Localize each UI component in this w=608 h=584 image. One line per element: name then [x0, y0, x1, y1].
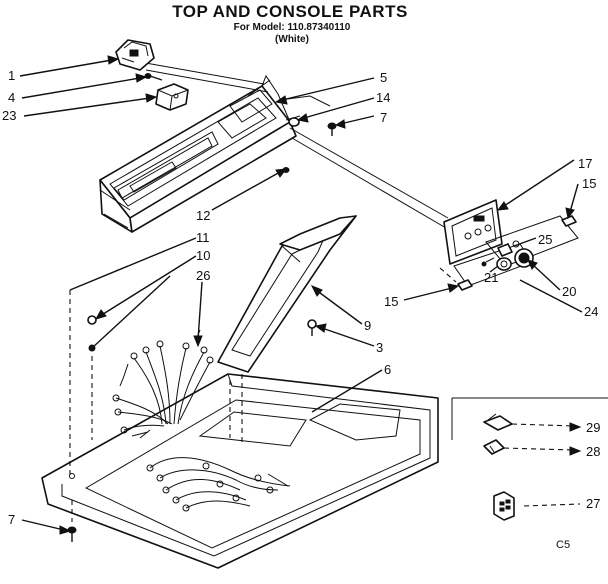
part-3-drawing: [307, 319, 317, 336]
leader-lines: [19, 55, 583, 535]
callout-7-lower: 7: [8, 512, 15, 527]
part-7-lower-drawing: [67, 526, 77, 542]
callout-4: 4: [8, 90, 15, 105]
part-17-drawing: [443, 199, 503, 265]
part-10-drawing: [87, 275, 171, 352]
part-15-lower-drawing: [457, 279, 473, 291]
callout-14: 14: [376, 90, 390, 105]
part-29-drawing: [483, 413, 513, 431]
part-28-drawing: [483, 439, 505, 455]
part-20-drawing: [514, 248, 534, 268]
part-27-drawing: [493, 491, 515, 521]
callout-15-right: 15: [582, 176, 596, 191]
callout-23: 23: [2, 108, 16, 123]
callout-28: 28: [586, 444, 600, 459]
part-14-drawing: [285, 115, 301, 127]
inset-box: [451, 397, 608, 521]
callout-1: 1: [8, 68, 15, 83]
callout-7-top: 7: [380, 110, 387, 125]
callout-17: 17: [578, 156, 592, 171]
callout-6: 6: [384, 362, 391, 377]
callout-11: 11: [196, 230, 210, 245]
part-4-drawing: [144, 73, 163, 81]
callout-20: 20: [562, 284, 576, 299]
callout-labels: 1 4 23 5 14 7 17 15 25 12 11 10 26 21 20…: [2, 68, 600, 551]
callout-24: 24: [584, 304, 598, 319]
callout-25: 25: [538, 232, 552, 247]
part-9-drawing: [217, 215, 357, 373]
callout-9: 9: [364, 318, 371, 333]
corner-code: C5: [556, 539, 570, 551]
callout-3: 3: [376, 340, 383, 355]
color-note: (White): [275, 34, 309, 45]
part-25-drawing: [497, 240, 520, 257]
diagram-title: TOP AND CONSOLE PARTS: [172, 2, 408, 21]
part-1-drawing: [115, 39, 155, 71]
callout-15-lower: 15: [384, 294, 398, 309]
callout-21: 21: [484, 270, 498, 285]
callout-29: 29: [586, 420, 600, 435]
callout-26: 26: [196, 268, 210, 283]
part-15-right-drawing: [561, 215, 577, 227]
part-23-drawing: [155, 83, 189, 111]
top-panel-drawing: [41, 373, 439, 569]
callout-5: 5: [380, 70, 387, 85]
model-number: For Model: 110.87340110: [233, 22, 351, 33]
part-26-drawing: [112, 329, 214, 439]
callout-10: 10: [196, 248, 210, 263]
callout-27: 27: [586, 496, 600, 511]
callout-12: 12: [196, 208, 210, 223]
console-drawing: [99, 74, 297, 233]
part-7-top-drawing: [327, 122, 337, 136]
part-21-drawing: [481, 257, 512, 271]
